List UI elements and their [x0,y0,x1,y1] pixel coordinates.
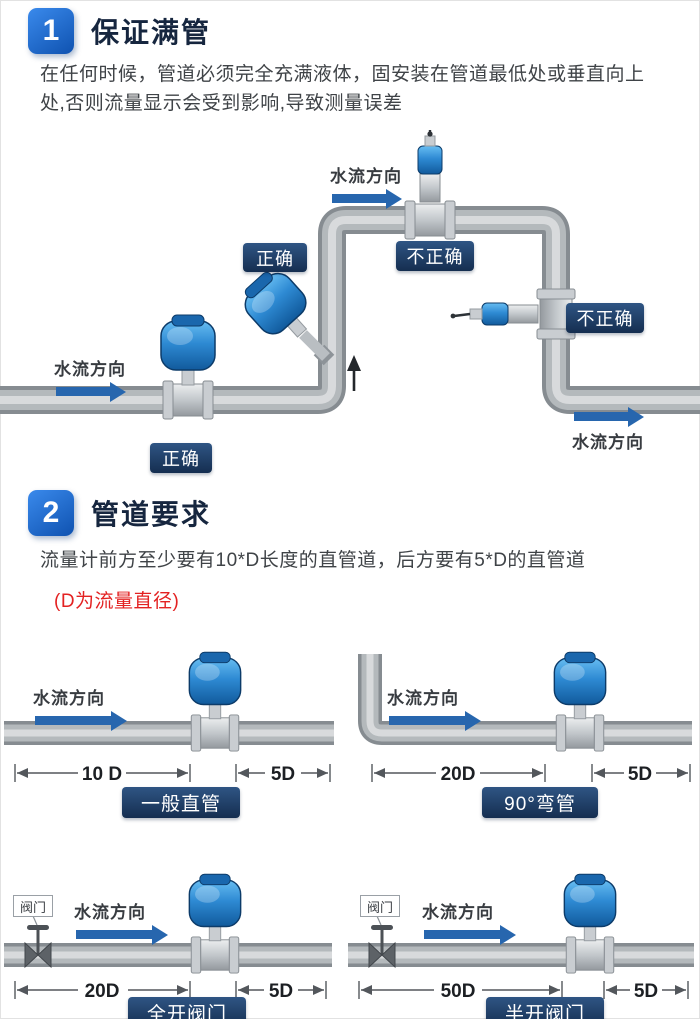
diagram-straight-pipe: 10 D 5D [4,630,334,785]
pipe-installation-diagram [0,130,700,478]
up-flow-arrow-icon [347,355,361,391]
valve-icon [368,915,396,969]
section1-number-badge: 1 [28,8,74,54]
flowmeter-inline [189,874,240,973]
dimension-upstream: 10 D [14,764,191,785]
valve-icon [24,915,52,969]
flow-direction-label-d: 水流方向 [422,898,500,939]
flowmeter-inline [564,874,615,973]
flow-arrow-icon [574,412,628,421]
label-incorrect-right: 不正确 [566,303,644,333]
dimension-text: 5D [271,764,295,785]
flowmeter-inline [189,652,240,751]
flow-direction-text: 水流方向 [330,167,402,186]
label-correct-mid: 正确 [243,243,307,272]
dimension-text: 5D [634,981,658,1002]
section2-number-badge: 2 [28,490,74,536]
flow-direction-label-c: 水流方向 [74,898,152,939]
dimension-text: 5D [269,981,293,1002]
dimension-upstream: 50D [358,981,563,1002]
flowmeter-top-incorrect [404,130,456,240]
flow-direction-label-left: 水流方向 [54,355,126,396]
dimension-downstream: 5D [591,764,691,785]
dimension-downstream: 5D [603,981,689,1002]
flow-direction-text: 水流方向 [387,689,459,708]
dimension-upstream: 20D [14,981,191,1002]
pipe [358,654,692,745]
section2-note: (D为流量直径) [54,591,180,612]
section2-body-text: 流量计前方至少要有10*D长度的直管道，后方要有5*D的直管道 [40,550,586,571]
flow-direction-label-a: 水流方向 [33,684,111,725]
valve-label: 阀门 [360,895,400,917]
flow-direction-text: 水流方向 [33,689,105,708]
flowmeter-angled [234,262,335,366]
caption-elbow-pipe: 90°弯管 [482,787,598,818]
diagram-elbow-pipe: 20D 5D [358,630,692,785]
caption-half-valve: 半开阀门 [486,997,604,1019]
flow-arrow-icon [76,930,152,939]
valve-label: 阀门 [13,895,53,917]
section1-title: 保证满管 [91,17,212,48]
dimension-text: 20D [85,981,120,1002]
flow-arrow-icon [35,716,111,725]
flow-direction-label-right: 水流方向 [572,412,644,453]
flowmeter-inline [554,652,605,751]
flow-arrow-icon [389,716,465,725]
label-incorrect-top: 不正确 [396,241,474,271]
section2-header: 2 管道要求 [28,490,211,536]
flowmeter-inline-left [161,315,215,419]
section1-header: 1 保证满管 [28,8,211,54]
dimension-text: 5D [628,764,652,785]
flowmeter-probe-right-incorrect [450,288,576,340]
dimension-text: 10 D [82,764,122,785]
dimension-upstream: 20D [371,764,546,785]
diagram-half-valve: 50D 5D [348,844,694,1002]
flow-arrow-icon [424,930,500,939]
label-correct-left: 正确 [150,443,212,473]
flow-direction-text: 水流方向 [74,903,146,922]
section1-body-text: 在任何时候，管道必须完全充满液体，固安装在管道最低处或垂直向上处,否则流量显示会… [40,64,645,115]
flow-direction-label-b: 水流方向 [387,684,465,725]
caption-open-valve: 全开阀门 [128,997,246,1019]
caption-straight-pipe: 一般直管 [122,787,240,818]
flow-direction-text: 水流方向 [54,360,126,379]
dimension-text: 50D [441,981,476,1002]
flow-direction-text: 水流方向 [572,433,644,452]
dimension-downstream: 5D [235,764,331,785]
dimension-text: 20D [441,764,476,785]
section2-title: 管道要求 [91,499,212,530]
flow-direction-label-top: 水流方向 [330,162,402,203]
diagram-open-valve: 20D 5D [4,844,332,1002]
flow-arrow-icon [332,194,386,203]
flow-direction-text: 水流方向 [422,903,494,922]
dimension-downstream: 5D [235,981,327,1002]
flow-arrow-icon [56,387,110,396]
